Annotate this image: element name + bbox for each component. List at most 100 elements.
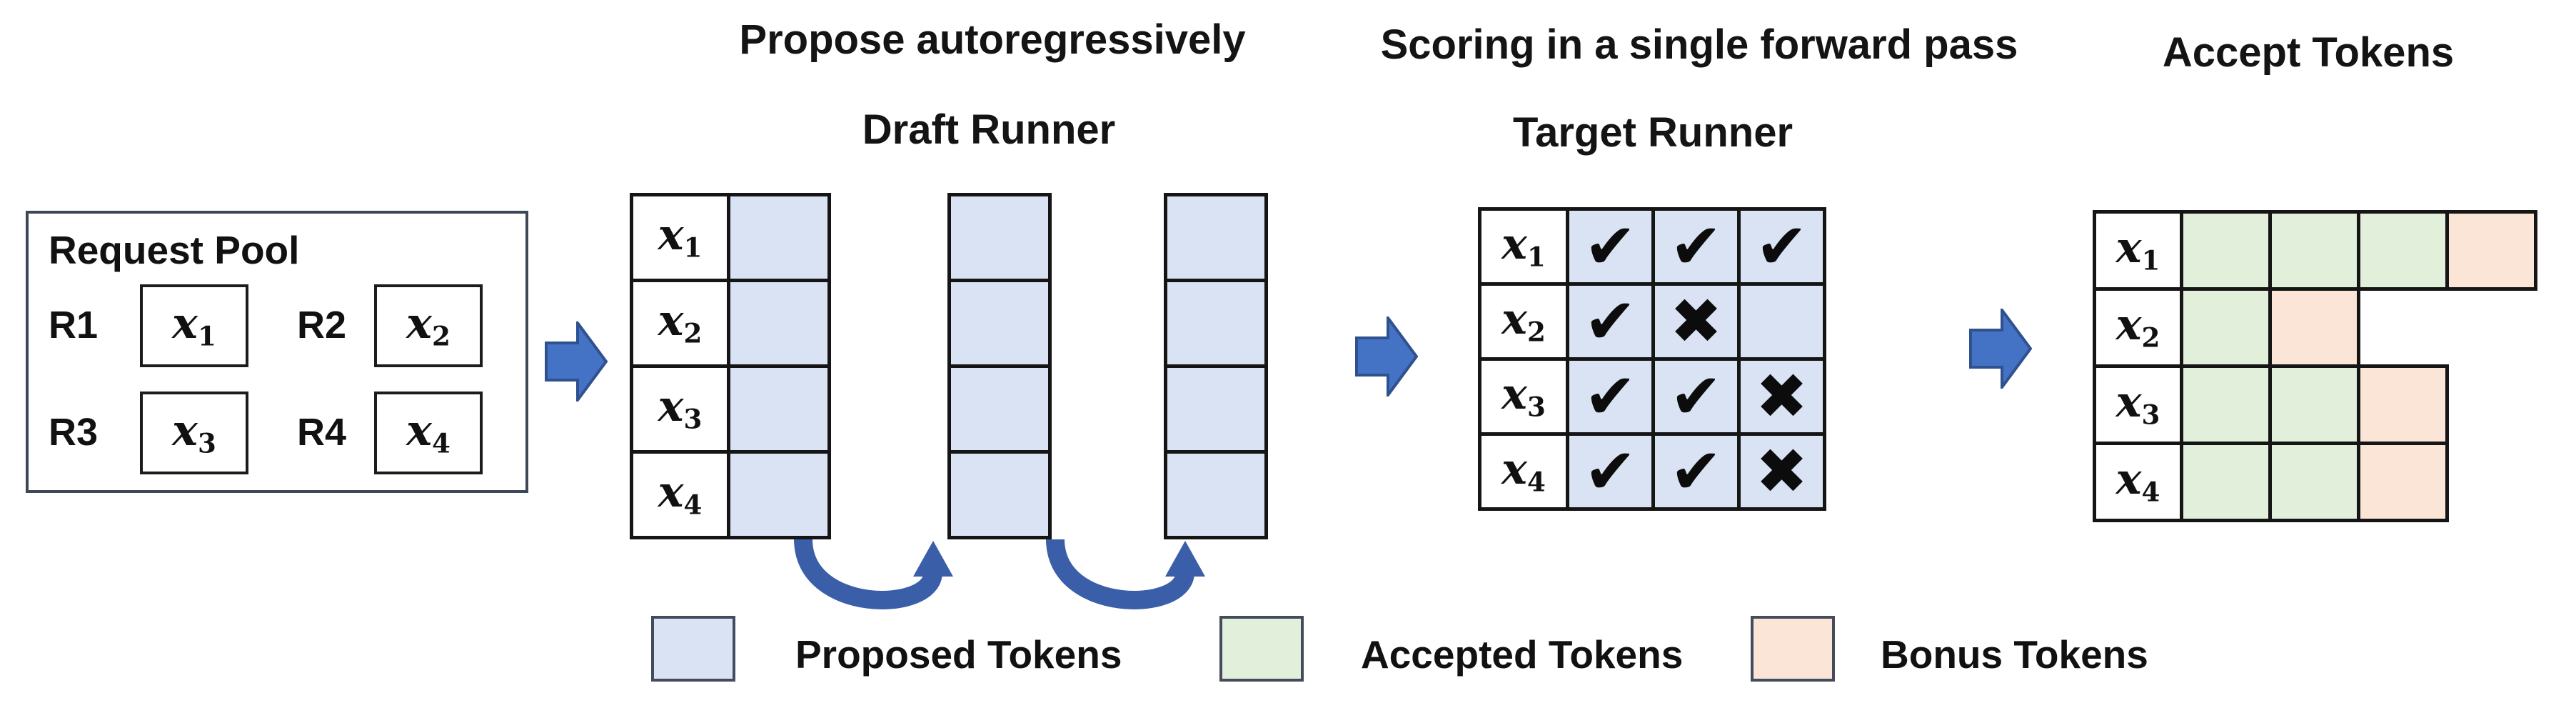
table-row: x4 [630,450,831,539]
accept-cell [2357,364,2449,445]
request-id-r4: R4 [297,411,347,454]
request-id-r3: R3 [49,411,99,454]
table-row: x1 ✔ ✔ ✔ [1478,207,1826,286]
score-cell: ✖ [1737,432,1826,511]
accept-cell [2357,442,2449,522]
token-label: x4 [406,405,451,459]
proposed-token-cell [1164,193,1268,282]
accept-cell [2268,442,2360,522]
table-row: x3 [2093,364,2537,445]
check-icon: ✔ [1755,209,1808,283]
accept-cell [2268,210,2360,291]
accept-cell [2268,287,2360,368]
accept-cell [2180,210,2272,291]
table-row: x2 ✔ ✖ [1478,282,1826,361]
score-cell: ✔ [1651,207,1741,286]
request-token-box-r1: x1 [140,284,248,367]
token-label: x1 [172,298,216,352]
row-label-cell: x4 [1478,432,1569,511]
legend-swatch-accepted [1219,616,1304,682]
target-stage-title: Scoring in a single forward pass [1380,21,2018,68]
cross-icon: ✖ [1669,284,1723,358]
draft-proposal-column-2 [947,193,1052,539]
request-token-box-r2: x2 [374,284,483,367]
proposed-token-cell [947,364,1052,454]
target-runner-table: x1 ✔ ✔ ✔ x2 ✔ ✖ x3 ✔ ✔ ✖ x4 ✔ ✔ ✖ [1478,207,1826,511]
accept-stage-title: Accept Tokens [2162,29,2455,76]
request-token-box-r4: x4 [374,392,483,474]
request-token-box-r3: x3 [140,392,248,474]
legend-label-proposed: Proposed Tokens [795,632,1122,677]
legend-swatch-bonus [1751,616,1835,682]
draft-runner-table: x1 x2 x3 x4 [630,193,831,539]
loop-arrow-icon [794,539,953,609]
check-icon: ✔ [1669,434,1723,508]
request-id-r1: R1 [49,304,99,346]
check-icon: ✔ [1584,209,1637,283]
row-label-cell: x3 [630,364,730,454]
legend-label-bonus: Bonus Tokens [1881,632,2148,677]
request-id-r2: R2 [297,304,347,346]
row-label-cell: x3 [2093,364,2183,445]
row-label-cell: x3 [1478,357,1569,436]
row-label-cell: x1 [1478,207,1569,286]
proposed-token-cell [947,450,1052,539]
loop-arrow-icon [1046,539,1205,609]
check-icon: ✔ [1669,359,1723,433]
token-label: x3 [172,405,216,459]
row-label-cell: x2 [1478,282,1569,361]
row-label-cell: x2 [630,279,730,368]
score-cell: ✔ [1566,432,1655,511]
target-runner-title: Target Runner [1512,109,1793,156]
score-cell: ✔ [1566,207,1655,286]
table-row: x2 [630,279,831,368]
table-row: x3 [630,364,831,454]
row-label-cell: x4 [630,450,730,539]
accept-cell [2268,364,2360,445]
table-row: x1 [630,193,831,282]
proposed-token-cell [947,193,1052,282]
score-cell: ✔ [1566,357,1655,436]
request-pool-title: Request Pool [49,228,300,272]
draft-proposal-column-3 [1164,193,1268,539]
proposed-token-cell [727,193,831,282]
accept-cell [2180,287,2272,368]
check-icon: ✔ [1584,359,1637,433]
proposed-token-cell [727,279,831,368]
cross-icon: ✖ [1755,434,1808,508]
table-row: x4 ✔ ✔ ✖ [1478,432,1826,511]
table-row: x3 ✔ ✔ ✖ [1478,357,1826,436]
score-cell: ✔ [1651,432,1741,511]
check-icon: ✔ [1584,284,1637,358]
proposed-token-cell [1164,450,1268,539]
draft-stage-title: Propose autoregressively [739,16,1246,63]
check-icon: ✔ [1669,209,1723,283]
row-label-cell: x2 [2093,287,2183,368]
score-cell: ✔ [1566,282,1655,361]
proposed-token-cell [1164,279,1268,368]
check-icon: ✔ [1584,434,1637,508]
token-label: x2 [406,298,451,352]
accept-cell [2180,442,2272,522]
draft-runner-title: Draft Runner [862,106,1116,153]
proposed-token-cell [947,279,1052,368]
row-label-cell: x1 [2093,210,2183,291]
row-label-cell: x4 [2093,442,2183,522]
accept-cell [2180,364,2272,445]
score-cell: ✖ [1737,357,1826,436]
legend-label-accepted: Accepted Tokens [1361,632,1684,677]
table-row: x4 [2093,442,2537,522]
score-cell [1737,282,1826,361]
row-label-cell: x1 [630,193,730,282]
flow-arrow-icon [1969,309,2032,389]
proposed-token-cell [1164,364,1268,454]
accept-tokens-table: x1 x2 x3 x4 [2093,210,2537,522]
cross-icon: ✖ [1755,359,1808,433]
score-cell: ✔ [1737,207,1826,286]
table-row: x1 [2093,210,2537,291]
legend-swatch-proposed [651,616,735,682]
score-cell: ✔ [1651,357,1741,436]
score-cell: ✖ [1651,282,1741,361]
flow-arrow-icon [545,321,608,402]
